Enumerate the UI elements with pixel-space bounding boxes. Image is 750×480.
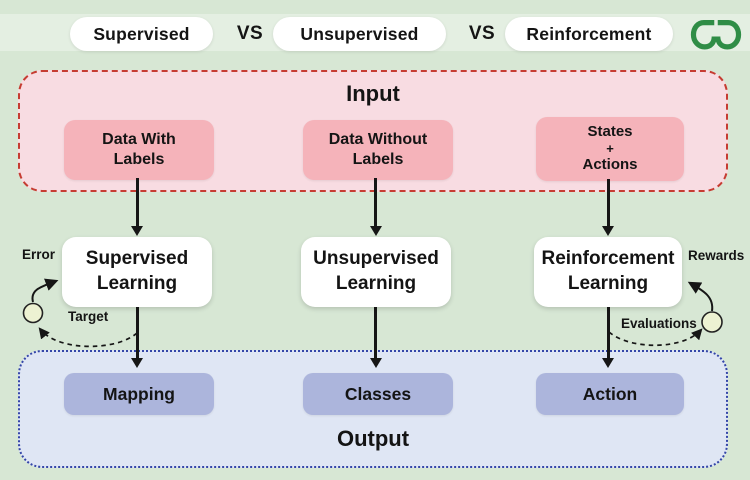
input-box-data-with-labels: Data With Labels — [64, 120, 214, 180]
vs-separator-1: VS — [227, 17, 273, 51]
target-feedback-dashed-arrow — [38, 327, 138, 348]
supervised-learning-box: Supervised Learning — [62, 237, 212, 307]
vs-label: VS — [236, 23, 264, 44]
output-box-label: Action — [582, 383, 638, 404]
input-box-line: Labels — [352, 151, 404, 168]
pill-supervised-label: Supervised — [93, 23, 190, 44]
output-title: Output — [336, 426, 410, 451]
output-box-action: Action — [536, 373, 684, 415]
pill-unsupervised: Unsupervised — [273, 17, 446, 51]
vs-label: VS — [468, 23, 496, 44]
evaluations-label: Evaluations — [621, 316, 697, 331]
pill-reinforcement: Reinforcement — [505, 17, 673, 51]
input-box-data-without-labels: Data Without Labels — [303, 120, 453, 180]
pill-reinforcement-label: Reinforcement — [526, 23, 652, 44]
error-feedback-node — [22, 302, 44, 324]
reinforcement-learning-box: Reinforcement Learning — [534, 237, 682, 307]
error-feedback-arrow — [31, 278, 59, 303]
output-box-mapping: Mapping — [64, 373, 214, 415]
arrow-supervised-to-output — [135, 307, 139, 358]
pill-unsupervised-label: Unsupervised — [300, 23, 419, 44]
arrow-input-to-supervised — [135, 178, 139, 226]
arrow-reinforcement-to-output — [606, 307, 610, 358]
input-box-line: Data With — [102, 131, 176, 148]
arrow-input-to-unsupervised — [374, 178, 377, 226]
output-panel: Mapping Classes Action Output — [18, 350, 728, 468]
rewards-label: Rewards — [688, 248, 745, 263]
vs-separator-2: VS — [459, 17, 505, 51]
target-label: Target — [68, 309, 109, 324]
plus-sign: + — [606, 140, 614, 156]
evaluations-feedback-dashed-arrow — [608, 328, 703, 347]
learning-box-line: Supervised — [85, 248, 189, 270]
geeksforgeeks-logo-icon — [690, 20, 742, 50]
input-box-line: States — [587, 123, 633, 141]
arrow-unsupervised-to-output — [374, 307, 377, 358]
learning-box-line: Learning — [567, 273, 649, 294]
error-label: Error — [22, 247, 56, 262]
reward-feedback-node — [701, 311, 723, 333]
input-box-line: Actions — [582, 156, 638, 174]
output-box-label: Classes — [344, 383, 412, 404]
output-box-label: Mapping — [103, 383, 175, 404]
unsupervised-learning-box: Unsupervised Learning — [301, 237, 451, 307]
input-panel: Input Data With Labels Data Without Labe… — [18, 70, 728, 192]
output-box-classes: Classes — [303, 373, 453, 415]
learning-box-line: Learning — [335, 273, 417, 294]
input-box-line: Labels — [113, 151, 165, 168]
input-title: Input — [346, 81, 400, 106]
input-box-states-actions: States + Actions — [536, 117, 684, 181]
learning-box-line: Reinforcement — [541, 248, 675, 270]
rewards-feedback-arrow — [687, 281, 714, 312]
learning-box-line: Learning — [96, 273, 178, 294]
input-box-line: Data Without — [328, 131, 428, 148]
arrow-input-to-reinforcement — [606, 179, 610, 226]
pill-supervised: Supervised — [70, 17, 213, 51]
learning-box-line: Unsupervised — [313, 248, 439, 270]
